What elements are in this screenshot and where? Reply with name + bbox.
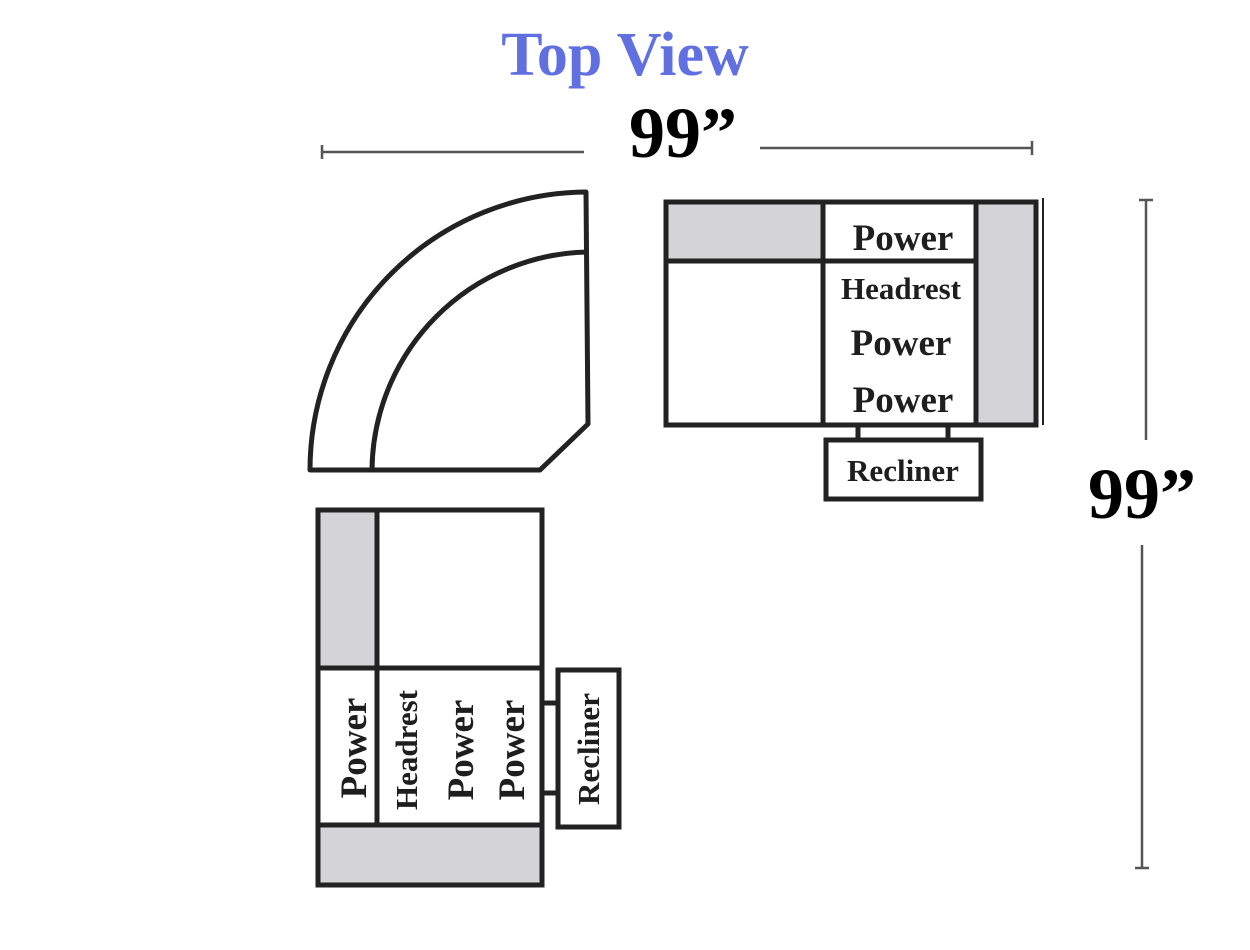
left-label-recliner: Recliner	[571, 693, 606, 805]
right-label-recliner: Recliner	[847, 453, 959, 488]
right-sectional-piece: Power Headrest Power Power Recliner	[663, 198, 1044, 502]
right-section-armless-seat	[663, 258, 826, 428]
corner-wedge-outline	[307, 189, 591, 473]
left-label-power-last: Power	[492, 700, 533, 801]
depth-dimension-label: 99”	[1088, 454, 1196, 534]
right-label-power-bottom: Power	[853, 380, 954, 421]
width-dimension-label: 99”	[629, 93, 737, 173]
depth-dimension	[1135, 198, 1153, 870]
left-section-armless-seat	[374, 507, 545, 671]
left-sectional-piece: Power Headrest Power Power Recliner	[315, 507, 622, 888]
left-label-headrest: Headrest	[389, 689, 424, 810]
diagram-title: Top View	[501, 21, 749, 89]
left-section-back-arm	[315, 507, 380, 671]
right-label-power-mid: Power	[851, 323, 952, 364]
corner-wedge-seat-curve	[369, 249, 589, 471]
left-recliner-footrest	[555, 667, 622, 830]
curved-corner-wedge	[307, 189, 591, 473]
right-label-power-top: Power	[853, 218, 954, 259]
left-label-power-first: Power	[334, 698, 375, 799]
right-section-end-arm	[973, 199, 1039, 428]
left-section-power-seat	[315, 665, 380, 828]
right-section-back-arm	[663, 199, 826, 264]
right-section-power-recliner-seat	[820, 258, 979, 428]
left-label-power-mid: Power	[441, 700, 482, 801]
right-recliner-footrest	[823, 437, 984, 502]
left-section-end-arm	[315, 822, 545, 888]
right-label-headrest: Headrest	[841, 271, 962, 306]
width-dimension	[320, 141, 1034, 159]
